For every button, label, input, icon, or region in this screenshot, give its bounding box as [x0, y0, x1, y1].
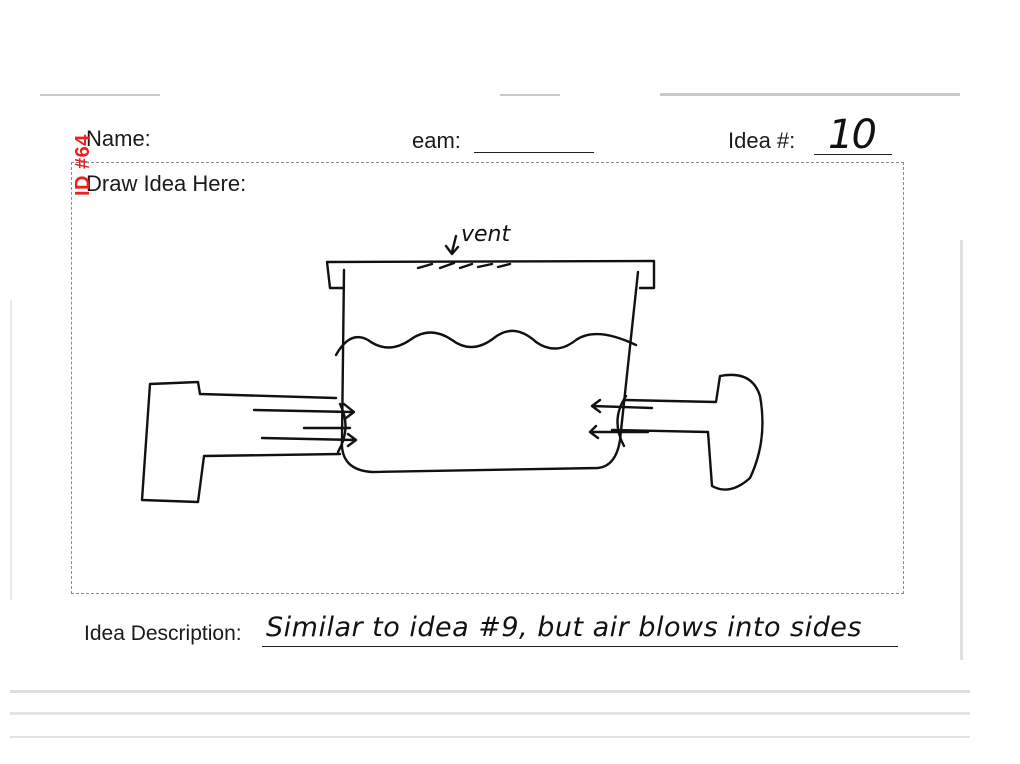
vent-arrow — [446, 236, 458, 254]
idea-description-label: Idea Description: — [84, 623, 242, 644]
container — [342, 270, 638, 472]
left-pipe — [142, 382, 340, 502]
idea-description-text: Similar to idea #9, but air blows into s… — [266, 612, 862, 643]
water-wave — [336, 331, 636, 355]
vent-marks — [418, 263, 510, 268]
idea-description-line — [262, 646, 898, 647]
vent-label: vent — [461, 222, 510, 247]
left-arrows — [254, 404, 356, 452]
